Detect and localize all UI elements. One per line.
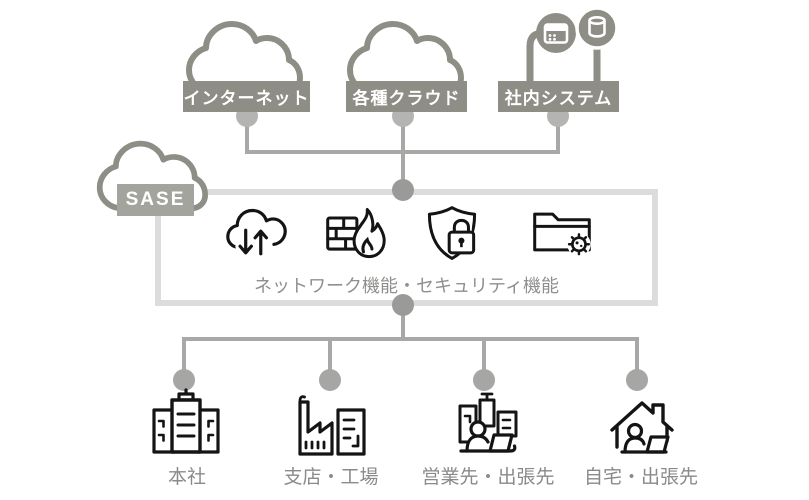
site-label-sales-visit: 営業先・出張先 <box>421 467 555 488</box>
node-label-text: 社内システム <box>504 89 613 108</box>
cloud-transfer-icon <box>226 208 287 259</box>
sase-label: SASE <box>117 184 194 216</box>
worker-city-icon <box>458 392 518 453</box>
connector-dot <box>473 369 495 391</box>
office-building-icon <box>152 388 220 454</box>
connector-dot <box>173 369 195 391</box>
connector-dot <box>626 369 648 391</box>
node-label-internal-system: 社内システム <box>498 81 619 112</box>
cloud-icon <box>347 21 464 95</box>
sase-caption: ネットワーク機能・セキュリティ機能 <box>254 276 559 296</box>
site-label-headquarters: 本社 <box>167 467 207 488</box>
shield-lock-icon <box>427 206 477 260</box>
worker-home-icon <box>610 401 674 454</box>
node-label-various-clouds: 各種クラウド <box>346 81 467 112</box>
cloud-icon <box>186 21 303 95</box>
site-label-home-remote: 自宅・出張先 <box>583 467 699 488</box>
node-label-text: インターネット <box>183 89 310 108</box>
sase-label-text: SASE <box>125 189 186 210</box>
app-server-icon <box>536 13 576 53</box>
connector-dot <box>319 369 341 391</box>
database-icon <box>575 6 619 50</box>
connector-dot <box>392 179 414 201</box>
factory-icon <box>298 395 366 456</box>
folder-malware-icon <box>533 212 591 256</box>
firewall-flame-icon <box>326 208 386 259</box>
site-label-branch-factory: 支店・工場 <box>283 467 379 488</box>
node-label-internet: インターネット <box>183 81 310 112</box>
connector-dot <box>392 294 414 316</box>
node-label-text: 各種クラウド <box>352 89 461 108</box>
